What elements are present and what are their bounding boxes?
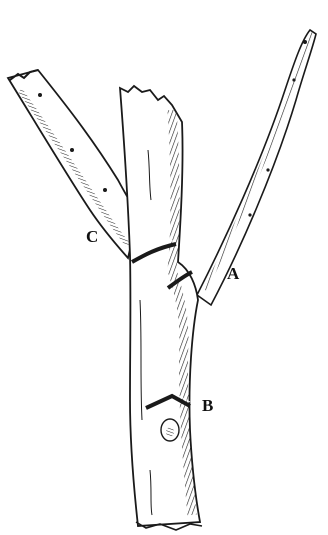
label-b: B bbox=[202, 397, 213, 414]
left-branch bbox=[8, 70, 138, 258]
thin-branch bbox=[197, 30, 316, 305]
label-a: A bbox=[227, 265, 239, 282]
label-c: C bbox=[86, 228, 98, 245]
main-trunk bbox=[120, 86, 202, 530]
